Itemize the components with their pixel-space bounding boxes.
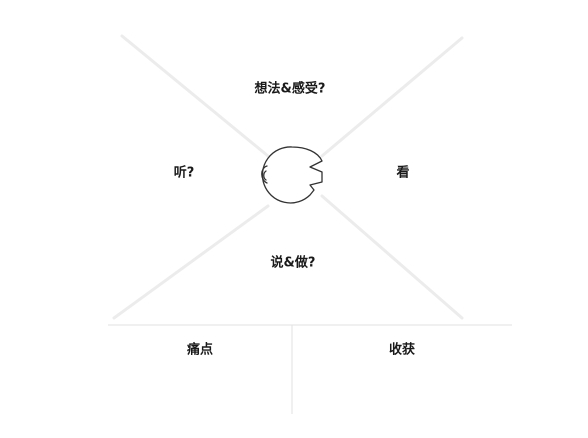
head-profile-icon: [261, 146, 323, 204]
say-do-label: 说&做?: [270, 255, 316, 271]
see-label: 看: [396, 165, 410, 181]
diagonal-line-bottom-left: [112, 204, 270, 320]
think-feel-label: 想法&感受?: [254, 81, 326, 97]
gain-label: 收获: [388, 342, 416, 358]
diagonal-line-top-right: [320, 36, 464, 158]
hear-label: 听?: [173, 165, 195, 181]
diagonal-line-bottom-right: [320, 194, 464, 320]
pain-label: 痛点: [186, 342, 214, 358]
diagonal-line-top-left: [120, 34, 270, 158]
